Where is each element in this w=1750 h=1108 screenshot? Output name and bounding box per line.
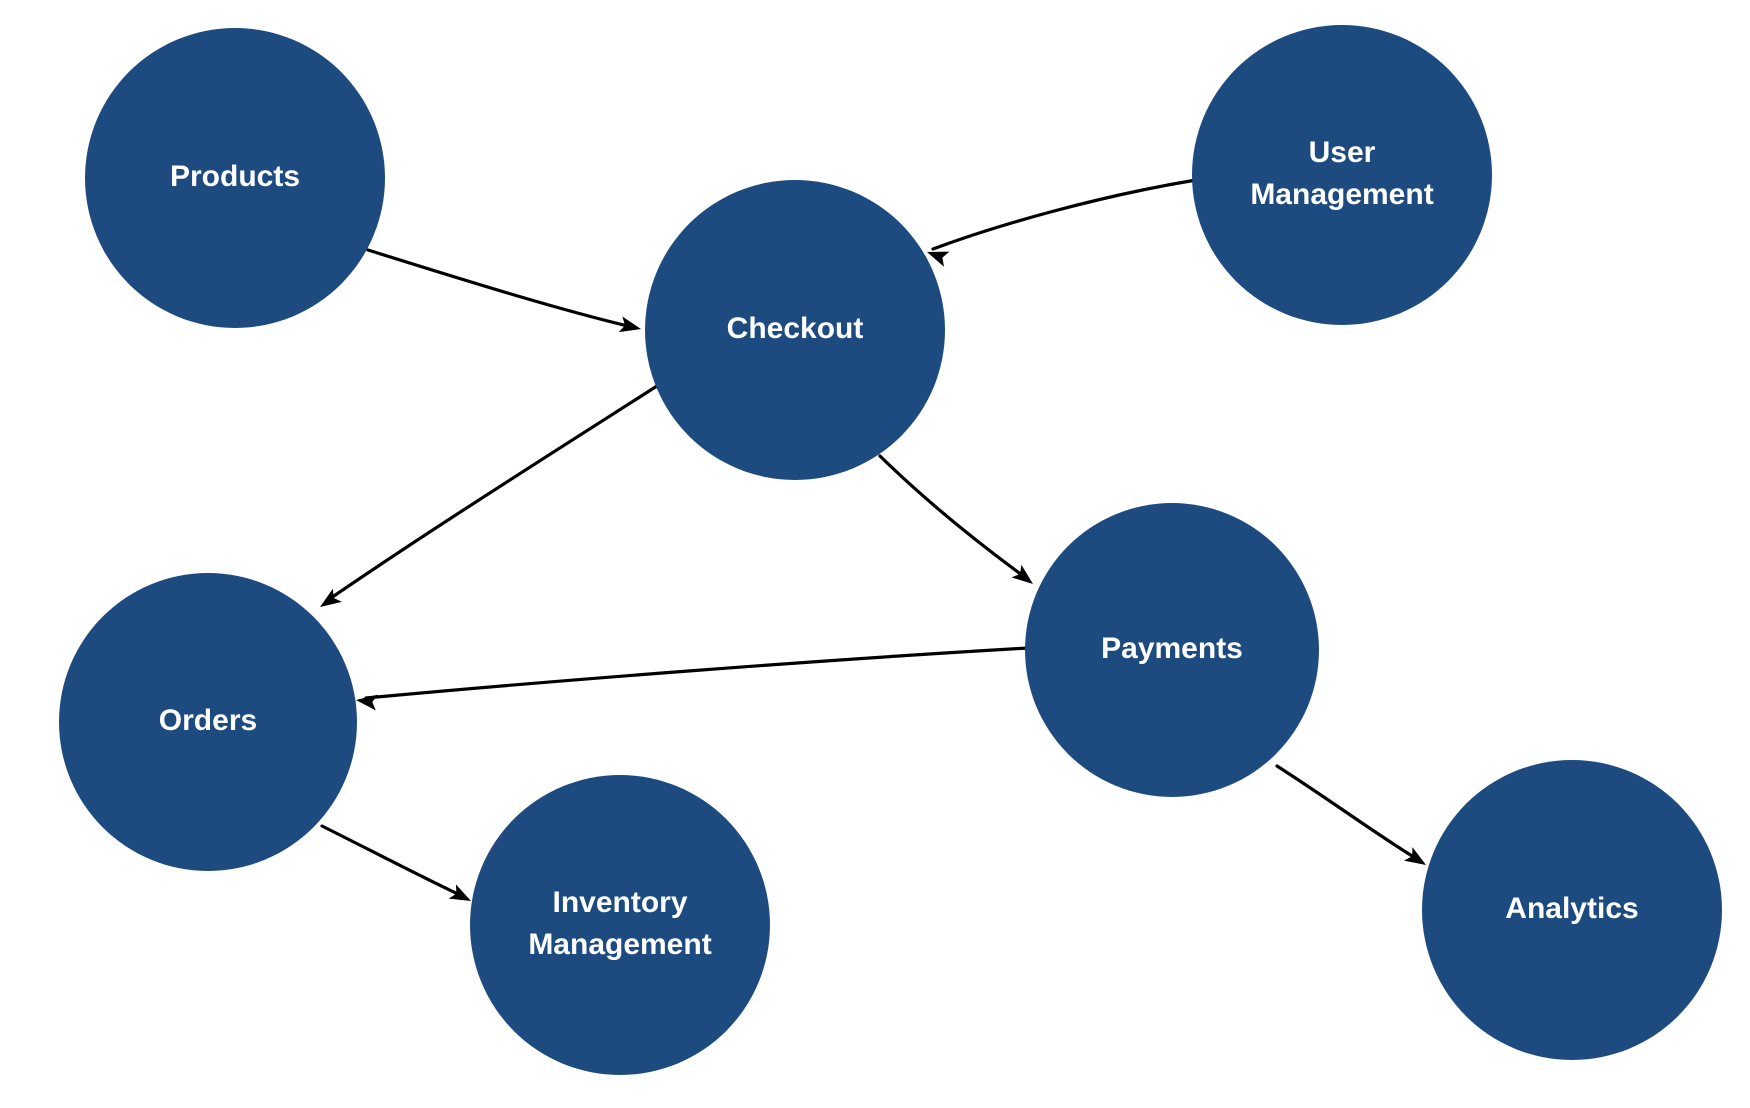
edge-line <box>320 824 464 898</box>
edge-user-management-to-checkout <box>927 178 1198 267</box>
arrowhead-icon <box>320 588 342 607</box>
node-products[interactable]: Products <box>85 28 385 328</box>
node-circle-user-management[interactable] <box>1192 25 1492 325</box>
arrowhead-icon <box>448 884 471 901</box>
edge-checkout-to-payments <box>878 454 1033 584</box>
edge-payments-to-analytics <box>1275 764 1426 865</box>
edge-line <box>931 178 1198 251</box>
edge-products-to-checkout <box>366 248 641 333</box>
node-circle-products[interactable] <box>85 28 385 328</box>
node-orders[interactable]: Orders <box>59 573 357 871</box>
node-circle-orders[interactable] <box>59 573 357 871</box>
edge-payments-to-orders <box>356 646 1030 711</box>
edge-line <box>1275 764 1419 861</box>
node-circle-payments[interactable] <box>1025 503 1319 797</box>
edge-checkout-to-orders <box>320 384 659 607</box>
edge-line <box>326 384 659 602</box>
arrowhead-icon <box>1403 847 1426 865</box>
arrowhead-icon <box>356 694 378 711</box>
edge-line <box>878 454 1028 580</box>
node-analytics[interactable]: Analytics <box>1422 760 1722 1060</box>
arrowhead-icon <box>927 251 950 267</box>
arrowhead-icon <box>1011 564 1033 584</box>
edge-line <box>366 248 638 330</box>
edge-orders-to-inventory-management <box>320 824 471 901</box>
node-circle-inventory-management[interactable] <box>470 775 770 1075</box>
edges-layer <box>320 178 1426 901</box>
node-checkout[interactable]: Checkout <box>645 180 945 480</box>
node-payments[interactable]: Payments <box>1025 503 1319 797</box>
edge-line <box>364 646 1030 700</box>
node-circle-checkout[interactable] <box>645 180 945 480</box>
arrowhead-icon <box>618 316 641 333</box>
node-circle-analytics[interactable] <box>1422 760 1722 1060</box>
